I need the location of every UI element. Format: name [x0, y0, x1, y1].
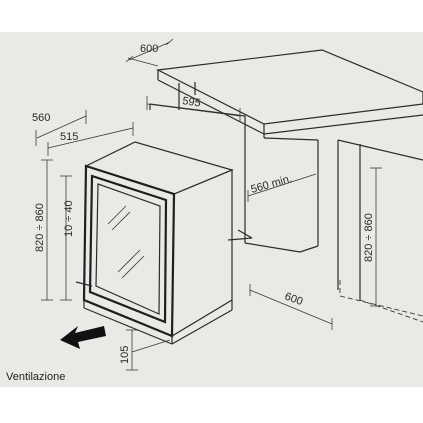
dim-515	[47, 122, 134, 156]
dim-105	[126, 329, 171, 371]
dim-820-860-right	[370, 167, 382, 307]
dim-600-bottom	[249, 284, 333, 330]
countertop-block	[155, 49, 423, 135]
right-cabinet	[337, 139, 423, 323]
dim-600-bottom-label: 600	[283, 291, 304, 309]
ventilation-arrow-icon	[60, 326, 106, 349]
niche-cabinet	[149, 103, 319, 253]
dim-820-860-left	[41, 159, 53, 301]
dim-10-40-label: 10 ÷ 40	[63, 200, 75, 237]
dim-10-40	[60, 175, 72, 301]
dim-600-top-label: 600	[140, 43, 158, 55]
appliance	[75, 141, 234, 345]
dim-560	[35, 110, 87, 146]
dim-515-label: 515	[60, 131, 78, 143]
dim-820-860-right-label: 820 ÷ 860	[363, 213, 375, 262]
dim-595-label: 595	[182, 95, 202, 109]
dim-105-label: 105	[119, 346, 131, 364]
dim-560-min	[247, 173, 317, 202]
dim-600-top	[125, 38, 174, 67]
dim-560-min-label: 560 min.	[250, 173, 294, 196]
ventilation-caption: Ventilazione	[6, 371, 65, 383]
dim-595	[146, 96, 241, 122]
dim-560-label: 560	[32, 112, 50, 124]
dim-820-860-left-label: 820 ÷ 860	[34, 203, 46, 252]
paper-background	[0, 32, 423, 387]
